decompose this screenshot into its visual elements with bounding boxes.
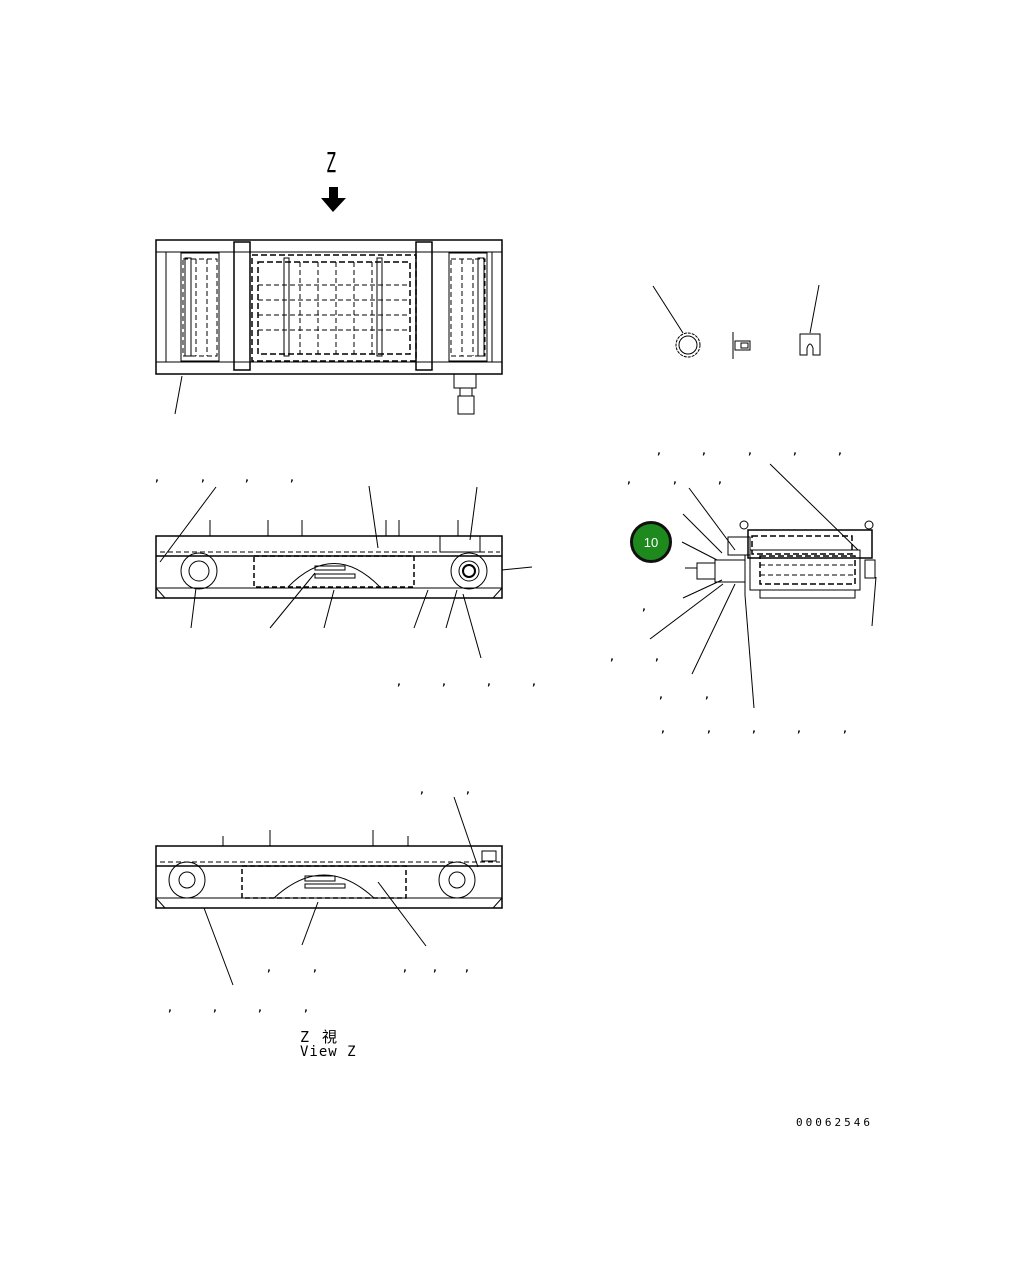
annotation-separator: ,	[465, 785, 472, 796]
annotation-separator: ,	[432, 963, 439, 974]
annotation-separator: ,	[402, 963, 409, 974]
annotation-separator: ,	[266, 963, 273, 974]
annotation-separator: ,	[842, 724, 849, 735]
view-z-marker: Z	[326, 146, 337, 179]
down-arrow-icon	[321, 187, 346, 212]
annotation-separator: ,	[626, 475, 633, 486]
annotation-separator: ,	[706, 724, 713, 735]
annotation-separator: ,	[303, 1003, 310, 1014]
annotation-separator: ,	[747, 446, 754, 457]
annotation-separator: ,	[289, 473, 296, 484]
annotation-separator: ,	[654, 652, 661, 663]
annotation-separator: ,	[792, 446, 799, 457]
annotation-separator: ,	[441, 677, 448, 688]
annotation-separator: ,	[257, 1003, 264, 1014]
annotation-separator: ,	[704, 690, 711, 701]
annotation-separator: ,	[751, 724, 758, 735]
callout-badge-10[interactable]: 10	[630, 521, 672, 563]
annotation-separator: ,	[154, 473, 161, 484]
drawing-number: 00062546	[796, 1116, 873, 1129]
annotation-separator: ,	[656, 446, 663, 457]
view-caption-japanese: Z 視	[300, 1028, 340, 1046]
annotation-separator: ,	[609, 652, 616, 663]
annotation-separator: ,	[658, 690, 665, 701]
annotation-separator: ,	[837, 446, 844, 457]
annotation-separator: ,	[641, 602, 648, 613]
top-view	[155, 239, 503, 415]
annotation-separator: ,	[464, 963, 471, 974]
annotation-separator: ,	[796, 724, 803, 735]
detail-parts	[652, 284, 821, 359]
annotation-separator: ,	[244, 473, 251, 484]
annotation-separator: ,	[717, 475, 724, 486]
view-z	[155, 796, 503, 986]
annotation-separator: ,	[167, 1003, 174, 1014]
annotation-separator: ,	[419, 785, 426, 796]
annotation-separator: ,	[312, 963, 319, 974]
view-caption-english: View Z	[300, 1044, 357, 1060]
annotation-separator: ,	[531, 677, 538, 688]
annotation-separator: ,	[486, 677, 493, 688]
annotation-separator: ,	[212, 1003, 219, 1014]
front-view	[155, 485, 533, 659]
annotation-separator: ,	[701, 446, 708, 457]
annotation-separator: ,	[396, 677, 403, 688]
callout-number: 10	[643, 534, 659, 550]
annotation-separator: ,	[200, 473, 207, 484]
side-view	[649, 463, 877, 709]
annotation-separator: ,	[660, 724, 667, 735]
annotation-separator: ,	[672, 475, 679, 486]
